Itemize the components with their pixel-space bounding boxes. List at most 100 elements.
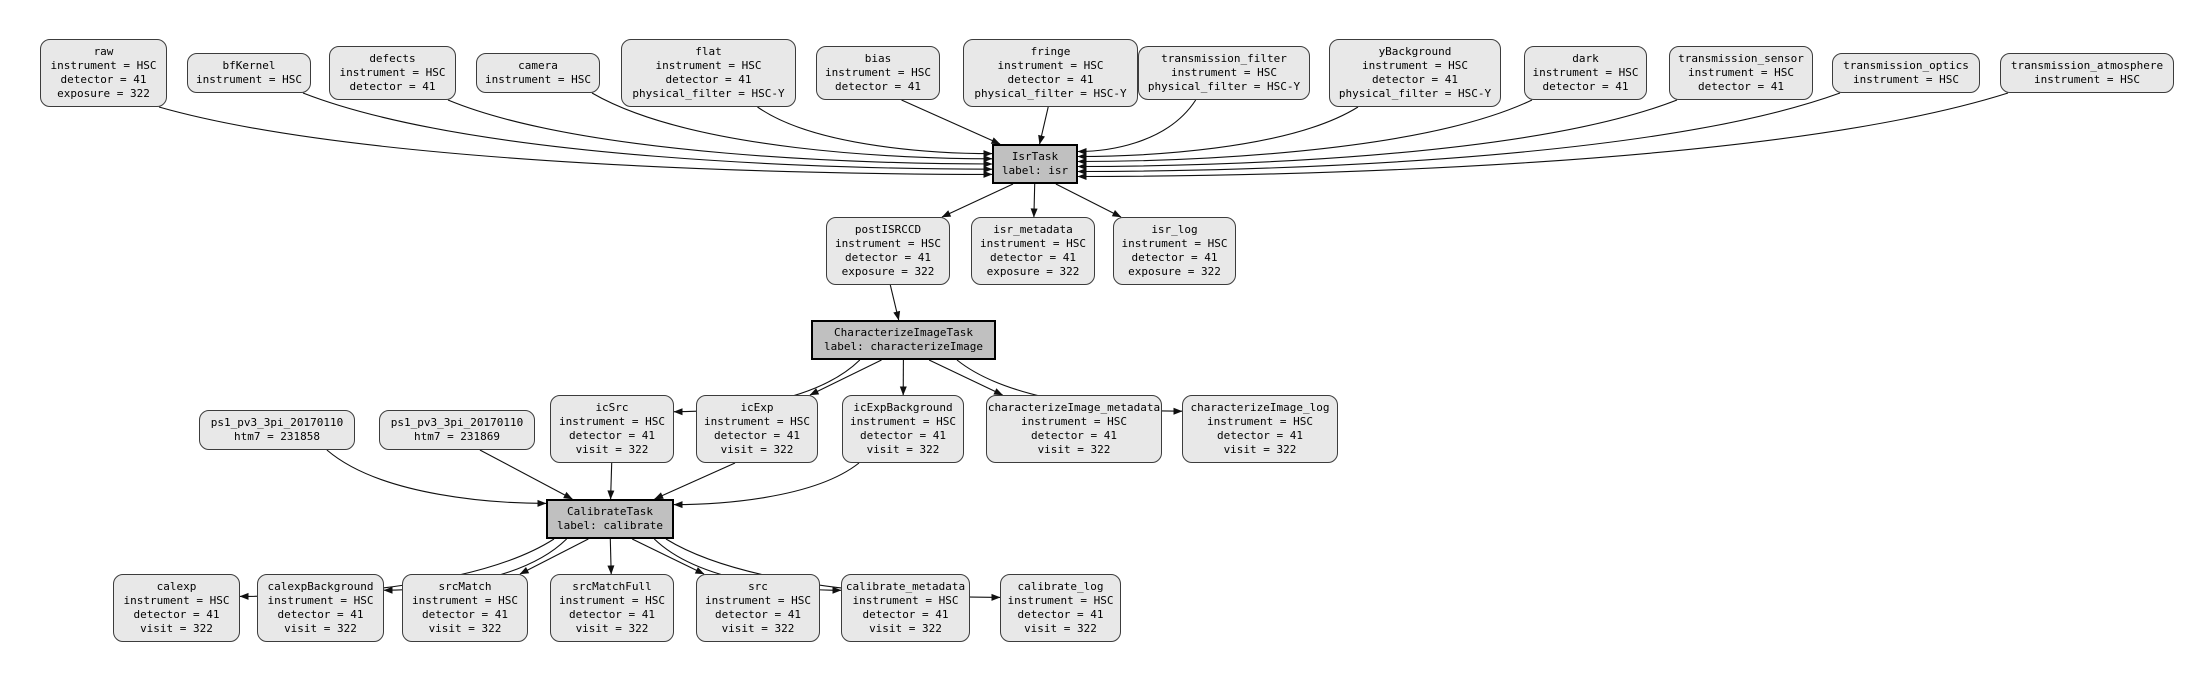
node-field: instrument = HSC — [980, 237, 1086, 250]
node-field: instrument = HSC — [485, 73, 591, 86]
edge — [673, 462, 860, 509]
edge — [1077, 99, 1197, 155]
edge — [928, 359, 1004, 396]
node-title: dark — [1572, 52, 1599, 65]
edge — [1038, 106, 1049, 145]
node-title: bias — [864, 52, 892, 65]
edge — [1077, 99, 1533, 165]
node-field: instrument = HSC — [1171, 66, 1277, 79]
node-field: detector = 41 — [713, 429, 801, 442]
node-field: htm7 = 231869 — [413, 430, 501, 443]
node-field: detector = 41 — [844, 251, 932, 264]
node-title: transmission_atmosphere — [2010, 59, 2164, 72]
node-field: detector = 41 — [1697, 80, 1785, 93]
edge — [479, 449, 573, 500]
edge — [302, 92, 993, 173]
node-field: instrument = HSC — [825, 66, 931, 79]
node-title: fringe — [1030, 45, 1071, 58]
node-field: visit = 322 — [140, 622, 213, 635]
node-field: instrument = HSC — [852, 594, 959, 607]
node-field: instrument = HSC — [50, 59, 157, 72]
node-title: transmission_sensor — [1678, 52, 1804, 65]
node-field: visit = 322 — [1037, 443, 1111, 456]
node-title: camera — [518, 59, 558, 72]
node-field: instrument = HSC — [1688, 66, 1794, 79]
node-title: bfKernel — [222, 59, 276, 72]
node-field: instrument = HSC — [559, 415, 665, 428]
node-field: instrument = HSC — [1853, 73, 1959, 86]
node-field: instrument = HSC — [1532, 66, 1639, 79]
node-field: visit = 322 — [284, 622, 357, 635]
node-field: instrument = HSC — [267, 594, 374, 607]
node-title: ps1_pv3_3pi_20170110 — [210, 416, 344, 429]
edge — [1055, 183, 1122, 218]
node-field: visit = 322 — [720, 443, 794, 456]
node-field: detector = 41 — [1216, 429, 1304, 442]
node-field: visit = 322 — [1024, 622, 1097, 635]
node-title: transmission_filter — [1161, 52, 1287, 65]
edge — [654, 462, 736, 500]
node-field: exposure = 322 — [57, 87, 150, 100]
node-field: detector = 41 — [714, 608, 802, 621]
node-title: icExpBackground — [853, 401, 953, 414]
node-field: label: characterizeImage — [824, 340, 983, 353]
node-field: visit = 322 — [575, 443, 649, 456]
edge — [158, 106, 993, 178]
node-title: isr_log — [1151, 223, 1198, 236]
edge — [757, 106, 993, 158]
node-field: instrument = HSC — [705, 594, 811, 607]
node-field: visit = 322 — [721, 622, 795, 635]
node-field: instrument = HSC — [123, 594, 230, 607]
node-field: exposure = 322 — [986, 265, 1080, 278]
edge — [901, 99, 1001, 145]
edge — [447, 99, 993, 168]
node-title: calibrate_log — [1017, 580, 1104, 593]
node-field: detector = 41 — [568, 608, 656, 621]
node-field: instrument = HSC — [1207, 415, 1313, 428]
node-title: raw — [93, 45, 114, 58]
node-field: instrument = HSC — [559, 594, 665, 607]
node-field: detector = 41 — [349, 80, 436, 93]
node-title: characterizeImage_log — [1190, 401, 1330, 414]
node-field: physical_filter = HSC-Y — [632, 87, 785, 100]
node-field: instrument = HSC — [835, 237, 941, 250]
node-title: postISRCCD — [854, 223, 922, 236]
node-field: detector = 41 — [989, 251, 1077, 264]
node-title: CharacterizeImageTask — [833, 326, 974, 339]
node-title: calibrate_metadata — [845, 580, 966, 593]
node-field: instrument = HSC — [1121, 237, 1228, 250]
edge — [1077, 99, 1678, 170]
edge — [1077, 92, 2009, 180]
node-title: IsrTask — [1011, 150, 1059, 163]
edge — [326, 449, 547, 507]
node-title: CalibrateTask — [566, 505, 654, 518]
node-field: detector = 41 — [859, 429, 947, 442]
node-field: visit = 322 — [1223, 443, 1297, 456]
edge — [607, 538, 615, 575]
node-field: instrument = HSC — [1362, 59, 1468, 72]
edge — [591, 92, 993, 163]
node-field: detector = 41 — [1131, 251, 1218, 264]
